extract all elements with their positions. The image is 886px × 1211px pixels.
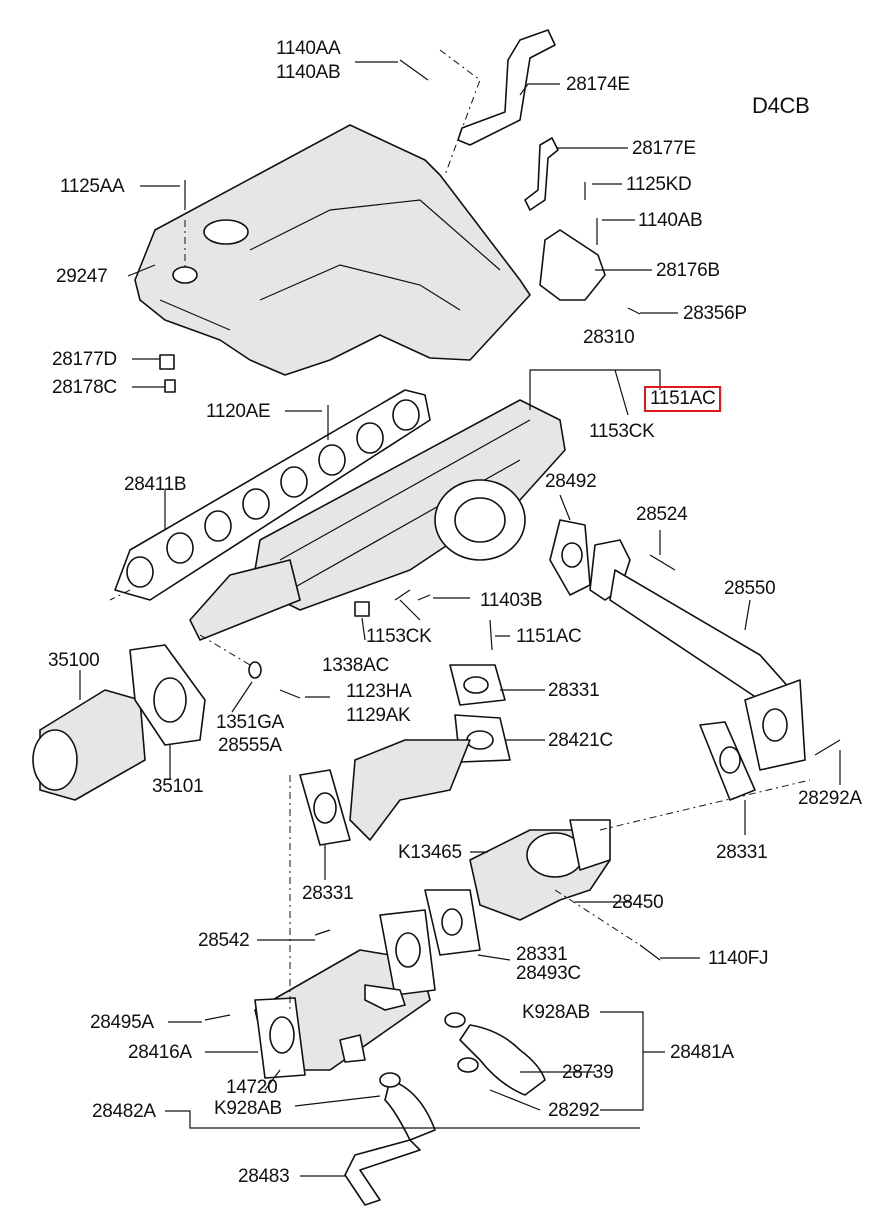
part-label-1140AA[interactable]: 1140AA: [276, 38, 341, 59]
part-label-1338AC[interactable]: 1338AC: [322, 655, 389, 676]
part-label-1151AC-highlighted[interactable]: 1151AC: [644, 386, 722, 412]
engine-cover: [134, 124, 531, 376]
part-label-28739[interactable]: 28739: [562, 1062, 614, 1083]
part-label-28310[interactable]: 28310: [583, 327, 635, 348]
engine-code-label: D4CB: [752, 93, 810, 118]
bolts: [159, 59, 841, 1021]
part-label-1123HA[interactable]: 1123HA: [346, 681, 412, 702]
part-label-28356P[interactable]: 28356P: [683, 303, 747, 324]
part-label-35101[interactable]: 35101: [152, 776, 204, 797]
part-label-28292[interactable]: 28292: [548, 1100, 600, 1121]
leader-lines: [79, 61, 841, 1177]
part-label-28493C[interactable]: 28493C: [516, 963, 581, 984]
part-label-28331-c[interactable]: 28331: [302, 883, 354, 904]
part-label-1351GA[interactable]: 1351GA: [216, 712, 284, 733]
cooler-body: [254, 909, 436, 1079]
intake-manifold: [254, 399, 566, 611]
part-label-28174E[interactable]: 28174E: [566, 74, 630, 95]
part-label-28495A[interactable]: 28495A: [90, 1012, 154, 1033]
manifold-gasket: [114, 389, 431, 601]
part-label-1153CK-mid[interactable]: 1153CK: [366, 626, 432, 647]
part-label-28416A[interactable]: 28416A: [128, 1042, 192, 1063]
part-label-28481A[interactable]: 28481A: [670, 1042, 734, 1063]
egr-valve: [424, 819, 611, 956]
part-label-28331-a[interactable]: 28331: [548, 680, 600, 701]
part-label-1140AB-top[interactable]: 1140AB: [276, 62, 341, 83]
part-label-28482A[interactable]: 28482A: [92, 1101, 156, 1122]
part-label-28492[interactable]: 28492: [545, 471, 597, 492]
part-label-1151AC-mid[interactable]: 1151AC: [516, 626, 582, 647]
part-label-1140AB-mid[interactable]: 1140AB: [638, 210, 703, 231]
part-label-11403B[interactable]: 11403B: [480, 590, 543, 611]
part-label-1125KD[interactable]: 1125KD: [626, 174, 692, 195]
part-label-14720[interactable]: 14720: [226, 1077, 278, 1098]
egr-pipe: [549, 519, 806, 801]
part-label-1125AA[interactable]: 1125AA: [60, 176, 125, 197]
part-label-28550[interactable]: 28550: [724, 578, 776, 599]
runner-flange: [189, 559, 301, 641]
part-label-1140FJ[interactable]: 1140FJ: [708, 948, 769, 969]
centerlines: [109, 49, 811, 1010]
part-label-28292A[interactable]: 28292A: [798, 788, 862, 809]
part-label-28331-d[interactable]: 28331: [516, 944, 568, 965]
part-label-28411B[interactable]: 28411B: [124, 474, 187, 495]
part-label-1120AE[interactable]: 1120AE: [206, 401, 271, 422]
part-label-K928AB-a[interactable]: K928AB: [522, 1002, 590, 1023]
part-label-28177D[interactable]: 28177D: [52, 349, 117, 370]
brackets: [457, 29, 606, 301]
part-label-1129AK[interactable]: 1129AK: [346, 705, 411, 726]
part-label-35100[interactable]: 35100: [48, 650, 100, 671]
throttle-body: [32, 644, 206, 801]
part-label-28177E[interactable]: 28177E: [632, 138, 696, 159]
part-label-28178C[interactable]: 28178C: [52, 377, 117, 398]
part-label-28524[interactable]: 28524: [636, 504, 688, 525]
part-label-K13465[interactable]: K13465: [398, 842, 462, 863]
part-label-1153CK-top[interactable]: 1153CK: [589, 421, 655, 442]
egr-cooler: [299, 664, 511, 846]
part-label-K928AB-b[interactable]: K928AB: [214, 1098, 282, 1119]
part-label-29247[interactable]: 29247: [56, 266, 108, 287]
part-label-28331-b[interactable]: 28331: [716, 842, 768, 863]
part-label-28542[interactable]: 28542: [198, 930, 250, 951]
part-label-28421C[interactable]: 28421C: [548, 730, 613, 751]
part-label-28450[interactable]: 28450: [612, 892, 664, 913]
part-label-28176B[interactable]: 28176B: [656, 260, 720, 281]
hoses: [344, 1012, 546, 1206]
part-label-28555A[interactable]: 28555A: [218, 735, 282, 756]
part-label-28483[interactable]: 28483: [238, 1166, 290, 1187]
